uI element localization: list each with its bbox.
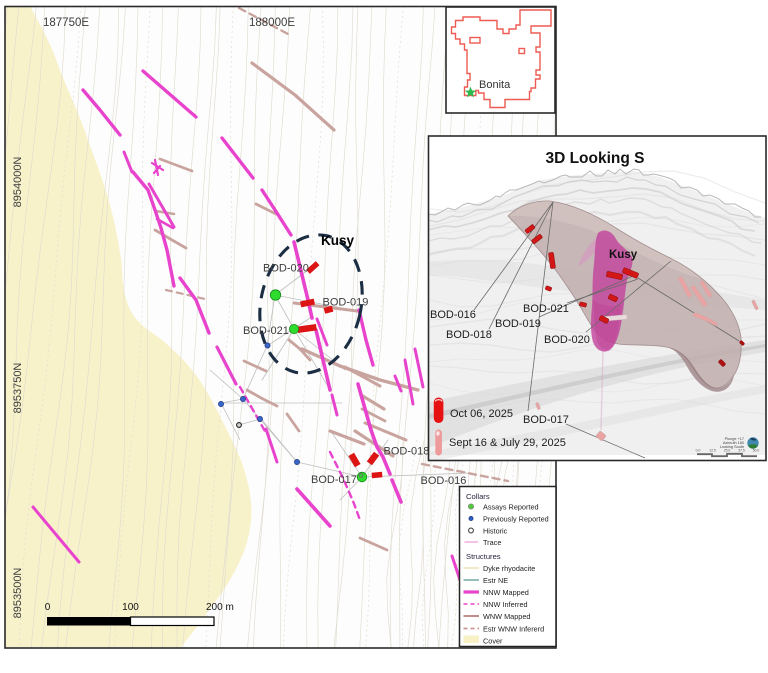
svg-text:Estr NE: Estr NE <box>483 576 508 585</box>
svg-text:0.0: 0.0 <box>696 449 701 453</box>
svg-text:Azimuth 180: Azimuth 180 <box>723 441 744 445</box>
svg-text:NNW Inferred: NNW Inferred <box>483 600 528 609</box>
svg-text:Oct 06, 2025: Oct 06, 2025 <box>450 408 513 420</box>
svg-text:BOD-017: BOD-017 <box>311 474 357 486</box>
svg-text:BOD-021: BOD-021 <box>523 303 569 315</box>
svg-text:Sept 16 & July 29, 2025: Sept 16 & July 29, 2025 <box>449 437 566 449</box>
svg-text:BOD-016: BOD-016 <box>421 475 467 487</box>
svg-text:8953500N: 8953500N <box>12 568 24 619</box>
svg-text:BOD-020: BOD-020 <box>544 334 590 346</box>
svg-text:Collars: Collars <box>466 492 490 501</box>
svg-text:WNW Mapped: WNW Mapped <box>483 612 530 621</box>
svg-text:Estr WNW Infererd: Estr WNW Infererd <box>483 624 544 633</box>
svg-text:Looking South: Looking South <box>720 445 744 449</box>
svg-text:8954000N: 8954000N <box>12 157 24 208</box>
svg-text:BOD-016: BOD-016 <box>430 309 476 321</box>
svg-text:Previously Reported: Previously Reported <box>483 514 549 523</box>
svg-text:Historic: Historic <box>483 526 508 535</box>
svg-text:8953750N: 8953750N <box>12 363 24 414</box>
svg-text:25.0: 25.0 <box>724 449 731 453</box>
svg-text:37.5: 37.5 <box>738 449 745 453</box>
svg-text:BOD-018: BOD-018 <box>384 446 430 458</box>
svg-text:Assays Reported: Assays Reported <box>483 502 539 511</box>
svg-text:Cover: Cover <box>483 637 503 646</box>
svg-text:200 m: 200 m <box>206 602 234 613</box>
svg-text:Dyke rhyodacite: Dyke rhyodacite <box>483 564 535 573</box>
svg-text:187750E: 187750E <box>43 17 89 29</box>
svg-text:3D Looking S: 3D Looking S <box>545 150 644 167</box>
svg-text:BOD-021: BOD-021 <box>243 325 289 337</box>
svg-text:Bonita: Bonita <box>479 79 511 91</box>
svg-text:188000E: 188000E <box>249 17 295 29</box>
svg-text:BOD-019: BOD-019 <box>495 318 541 330</box>
svg-text:0: 0 <box>45 602 51 613</box>
svg-text:50.0: 50.0 <box>753 449 760 453</box>
svg-text:12.5: 12.5 <box>709 449 716 453</box>
svg-text:Kusy: Kusy <box>321 233 355 248</box>
svg-text:Structures: Structures <box>466 552 501 561</box>
svg-text:Plunge +17: Plunge +17 <box>725 437 744 441</box>
svg-text:NNW Mapped: NNW Mapped <box>483 588 529 597</box>
svg-text:BOD-019: BOD-019 <box>323 297 369 309</box>
svg-text:BOD-018: BOD-018 <box>446 329 492 341</box>
svg-text:Kusy: Kusy <box>609 249 638 261</box>
svg-text:100: 100 <box>122 602 139 613</box>
svg-text:BOD-020: BOD-020 <box>263 263 309 275</box>
svg-text:BOD-017: BOD-017 <box>523 414 569 426</box>
svg-text:Trace: Trace <box>483 538 501 547</box>
